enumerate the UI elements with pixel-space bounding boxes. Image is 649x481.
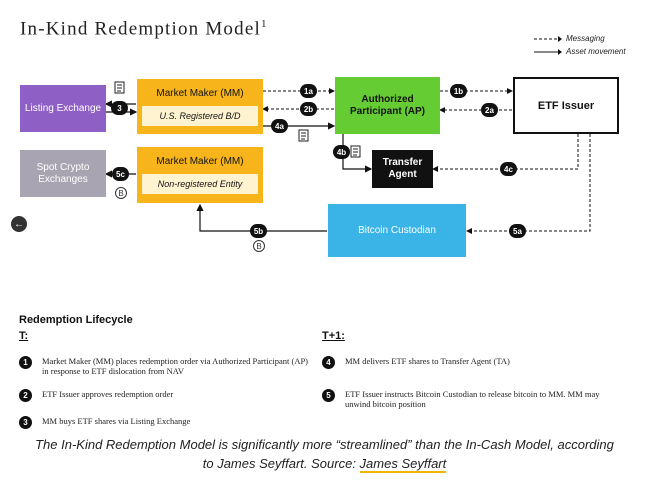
badge-1a: 1a xyxy=(300,84,317,98)
node-mm-nonregistered: Market Maker (MM) Non-registered Entity xyxy=(137,147,263,203)
step-text: MM delivers ETF shares to Transfer Agent… xyxy=(345,356,510,366)
step-text: MM buys ETF shares via Listing Exchange xyxy=(42,416,191,426)
mm-registered-title: Market Maker (MM) xyxy=(156,88,244,99)
legend-asset-movement: Asset movement xyxy=(566,47,626,56)
document-icon xyxy=(350,145,361,158)
step-number: 5 xyxy=(322,389,335,402)
badge-5b: 5b xyxy=(250,224,267,238)
node-transfer-agent: Transfer Agent xyxy=(372,150,433,188)
badge-4c: 4c xyxy=(500,162,517,176)
bitcoin-coin-icon: B xyxy=(253,240,265,252)
document-icon xyxy=(298,129,309,142)
node-bitcoin-custodian: Bitcoin Custodian xyxy=(328,204,466,257)
badge-4b: 4b xyxy=(333,145,350,159)
lifecycle-heading: Redemption Lifecycle xyxy=(19,314,133,326)
node-spot-crypto-exchanges: Spot Crypto Exchanges xyxy=(20,150,106,197)
document-icon xyxy=(114,81,125,94)
node-listing-exchange: Listing Exchange xyxy=(20,85,106,132)
lifecycle-step-3: 3 MM buys ETF shares via Listing Exchang… xyxy=(19,416,309,429)
legend-messaging: Messaging xyxy=(566,34,605,43)
badge-5c: 5c xyxy=(112,167,129,181)
mm-nonregistered-title: Market Maker (MM) xyxy=(156,156,244,167)
step-number: 3 xyxy=(19,416,32,429)
step-text: Market Maker (MM) places redemption orde… xyxy=(42,356,309,376)
mm-registered-sub: U.S. Registered B/D xyxy=(142,106,258,126)
badge-3: 3 xyxy=(111,101,128,115)
arrow-5b xyxy=(196,203,327,232)
title-footnote: 1 xyxy=(260,18,268,30)
legend-lines xyxy=(534,36,562,55)
lifecycle-step-2: 2 ETF Issuer approves redemption order xyxy=(19,389,309,402)
badge-5a: 5a xyxy=(509,224,526,238)
t-label: T: xyxy=(19,330,29,342)
t1-label: T+1: xyxy=(322,330,345,342)
caption-text: The In-Kind Redemption Model is signific… xyxy=(35,437,614,471)
step-number: 4 xyxy=(322,356,335,369)
badge-2b: 2b xyxy=(300,102,317,116)
arrow-4c xyxy=(432,134,579,172)
step-number: 1 xyxy=(19,356,32,369)
node-etf-issuer: ETF Issuer xyxy=(513,77,619,134)
lifecycle-step-1: 1 Market Maker (MM) places redemption or… xyxy=(19,356,309,376)
step-text: ETF Issuer approves redemption order xyxy=(42,389,174,399)
badge-2a: 2a xyxy=(481,103,498,117)
badge-1b: 1b xyxy=(450,84,467,98)
previous-slide-button[interactable]: ← xyxy=(11,216,27,232)
step-text: ETF Issuer instructs Bitcoin Custodian t… xyxy=(345,389,600,409)
step-number: 2 xyxy=(19,389,32,402)
diagram-title: In-Kind Redemption Model1 xyxy=(20,18,268,40)
bitcoin-coin-icon: B xyxy=(115,187,127,199)
node-mm-registered: Market Maker (MM) U.S. Registered B/D xyxy=(137,79,263,134)
source-link[interactable]: James Seyffart xyxy=(359,456,447,473)
arrow-5a xyxy=(466,134,591,234)
title-text: In-Kind Redemption Model xyxy=(20,18,261,40)
node-authorized-participant: Authorized Participant (AP) xyxy=(335,77,440,134)
lifecycle-step-5: 5 ETF Issuer instructs Bitcoin Custodian… xyxy=(322,389,622,409)
mm-nonregistered-sub: Non-registered Entity xyxy=(142,174,258,194)
figure-caption: The In-Kind Redemption Model is signific… xyxy=(0,435,649,473)
badge-4a: 4a xyxy=(271,119,288,133)
lifecycle-step-4: 4 MM delivers ETF shares to Transfer Age… xyxy=(322,356,622,369)
